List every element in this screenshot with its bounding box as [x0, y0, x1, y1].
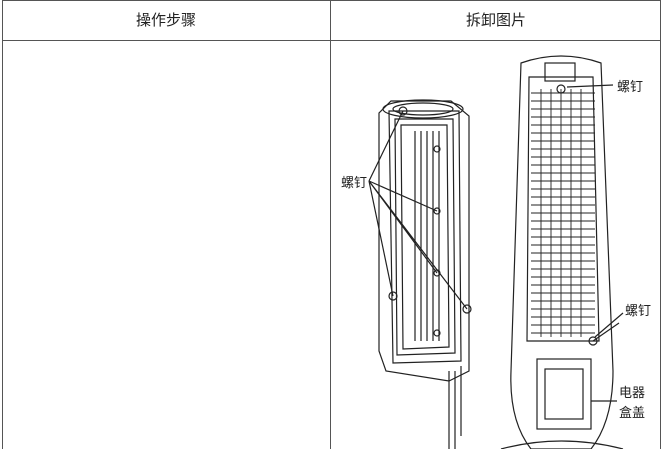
header-operation-steps: 操作步骤: [135, 11, 196, 29]
label-electric-box-2: 盒盖: [619, 405, 645, 421]
label-electric-box-1: 电器: [619, 386, 645, 401]
label-screw-mid-right: 螺钉: [625, 304, 651, 319]
header-disassembly-picture: 拆卸图片: [465, 11, 526, 29]
label-screw-left: 螺钉: [341, 176, 367, 191]
header-divider: [2, 40, 661, 41]
screw-1: [398, 106, 408, 116]
disassembly-illustration: 螺钉 螺钉 螺钉 电器 盒盖: [331, 41, 661, 450]
unit-drawing: 螺钉 螺钉 螺钉 电器 盒盖: [341, 55, 651, 450]
label-screw-top-right: 螺钉: [617, 80, 643, 95]
column-divider: [330, 0, 331, 449]
